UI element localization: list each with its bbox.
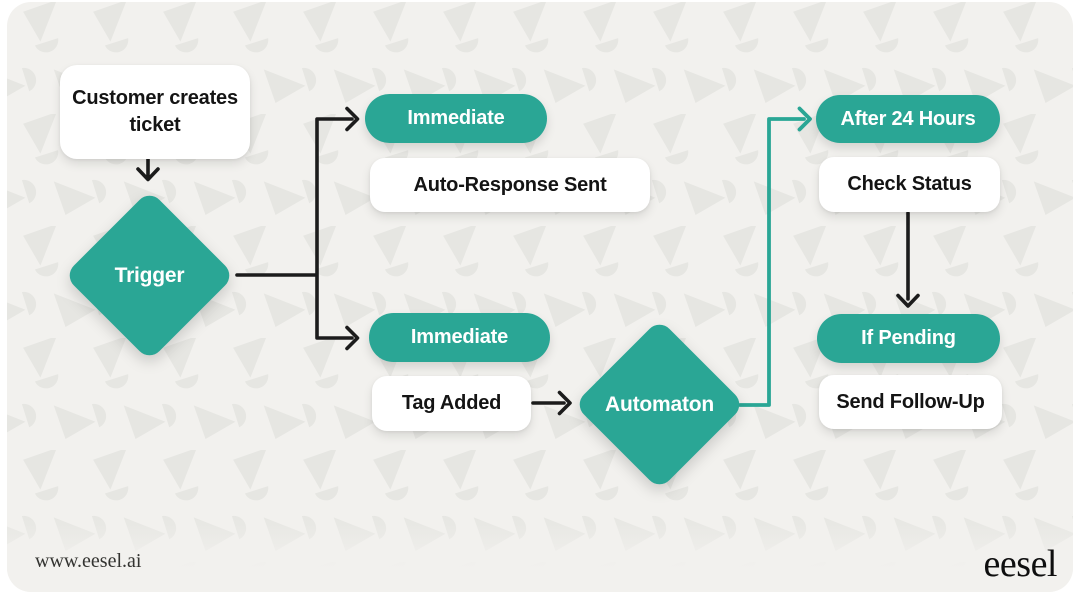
node-customer-creates-ticket: Customer creates ticket [60,65,250,159]
node-immediate-bottom: Immediate [369,313,550,362]
node-send-follow-up: Send Follow-Up [819,375,1002,429]
node-label: Check Status [847,173,972,195]
website-url-text: www.eesel.ai [35,550,142,572]
node-automaton: Automaton [573,318,746,491]
arrow-trigger-branch [235,106,360,351]
node-label: Customer creates ticket [72,87,238,136]
bottom-fade [7,514,1073,592]
node-trigger: Trigger [63,189,236,362]
canvas-card: Customer creates ticket Trigger Immediat… [7,2,1073,592]
node-label: Tag Added [401,392,502,414]
arrow-tag-to-automaton [531,390,572,416]
node-immediate-top: Immediate [365,94,547,143]
node-after-24-hours: After 24 Hours [816,95,1000,143]
node-label: Immediate [407,107,505,129]
node-label: After 24 Hours [840,107,976,130]
node-auto-response-sent: Auto-Response Sent [370,158,650,212]
node-tag-added: Tag Added [372,376,531,431]
node-label: Auto-Response Sent [413,173,607,196]
node-check-status: Check Status [819,157,1000,212]
arrow-check-to-pending [896,211,920,308]
node-label: Send Follow-Up [836,390,985,413]
node-label: Trigger [114,263,185,287]
node-label: If Pending [861,327,956,349]
node-if-pending: If Pending [817,314,1000,363]
eesel-logotype: eesel [983,543,1058,585]
arrow-automaton-to-after24 [738,106,812,407]
node-label: Immediate [410,326,509,348]
flow-connectors [136,106,920,416]
node-label: Automaton [604,392,714,416]
